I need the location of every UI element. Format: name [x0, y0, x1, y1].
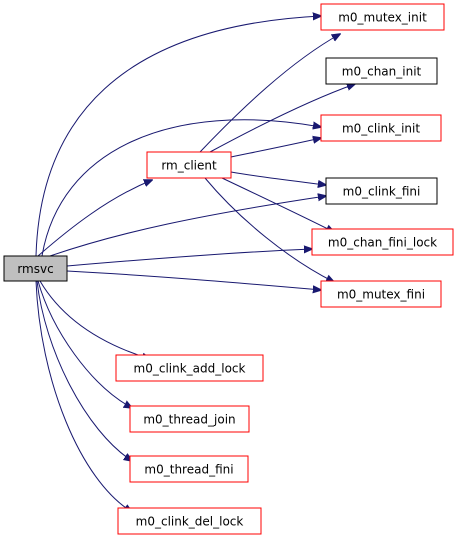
- edge-rmsvc-m0-thread-join: [37, 280, 132, 408]
- node-label-m0-thread-join: m0_thread_join: [143, 413, 235, 427]
- node-m0-clink-del-lock[interactable]: m0_clink_del_lock: [117, 507, 262, 535]
- node-label-m0-clink-init: m0_clink_init: [342, 122, 420, 136]
- node-label-m0-mutex-init: m0_mutex_init: [338, 11, 427, 25]
- node-label-rm-client: rm_client: [161, 159, 217, 173]
- node-label-m0-chan-fini-lock: m0_chan_fini_lock: [328, 236, 437, 250]
- edge-rmsvc-m0-mutex-init: [35, 16, 321, 257]
- node-m0-clink-fini[interactable]: m0_clink_fini: [325, 177, 438, 205]
- node-m0-mutex-init[interactable]: m0_mutex_init: [320, 3, 445, 31]
- edge-rm-client-m0-chan-fini-lock: [221, 177, 334, 232]
- edge-rmsvc-m0-clink-init: [41, 119, 321, 257]
- edge-rm-client-m0-clink-fini: [230, 171, 326, 185]
- node-m0-clink-init[interactable]: m0_clink_init: [320, 114, 442, 142]
- node-label-m0-clink-fini: m0_clink_fini: [343, 185, 421, 199]
- edge-rm-client-m0-mutex-fini: [204, 177, 334, 282]
- node-m0-thread-join[interactable]: m0_thread_join: [129, 405, 250, 433]
- node-label-m0-clink-add-lock: m0_clink_add_lock: [134, 362, 246, 376]
- edge-rmsvc-m0-clink-fini: [49, 196, 326, 257]
- edge-rm-client-m0-clink-init: [230, 138, 321, 158]
- node-m0-chan-init[interactable]: m0_chan_init: [325, 57, 438, 85]
- node-rmsvc[interactable]: rmsvc: [3, 255, 68, 282]
- edge-rmsvc-m0-thread-fini: [36, 280, 132, 461]
- node-label-rmsvc: rmsvc: [17, 262, 53, 276]
- node-m0-thread-fini[interactable]: m0_thread_fini: [129, 455, 249, 483]
- edge-rmsvc-m0-chan-fini-lock: [66, 249, 312, 267]
- edge-rmsvc-m0-clink-del-lock: [35, 280, 132, 512]
- node-label-m0-thread-fini: m0_thread_fini: [144, 463, 233, 477]
- edge-rm-client-m0-chan-init: [209, 84, 355, 153]
- node-rm-client[interactable]: rm_client: [146, 151, 232, 179]
- edge-rmsvc-rm-client: [37, 180, 152, 257]
- node-m0-mutex-fini[interactable]: m0_mutex_fini: [320, 280, 442, 308]
- node-label-m0-clink-del-lock: m0_clink_del_lock: [136, 515, 244, 529]
- node-m0-chan-fini-lock[interactable]: m0_chan_fini_lock: [311, 228, 454, 256]
- edge-rmsvc-m0-mutex-fini: [66, 270, 321, 290]
- node-label-m0-chan-init: m0_chan_init: [342, 65, 422, 79]
- node-m0-clink-add-lock[interactable]: m0_clink_add_lock: [115, 354, 264, 382]
- edge-rmsvc-m0-clink-add-lock: [39, 280, 150, 359]
- edges: [35, 16, 355, 512]
- node-label-m0-mutex-fini: m0_mutex_fini: [337, 288, 425, 302]
- edge-rm-client-m0-mutex-init: [199, 34, 340, 153]
